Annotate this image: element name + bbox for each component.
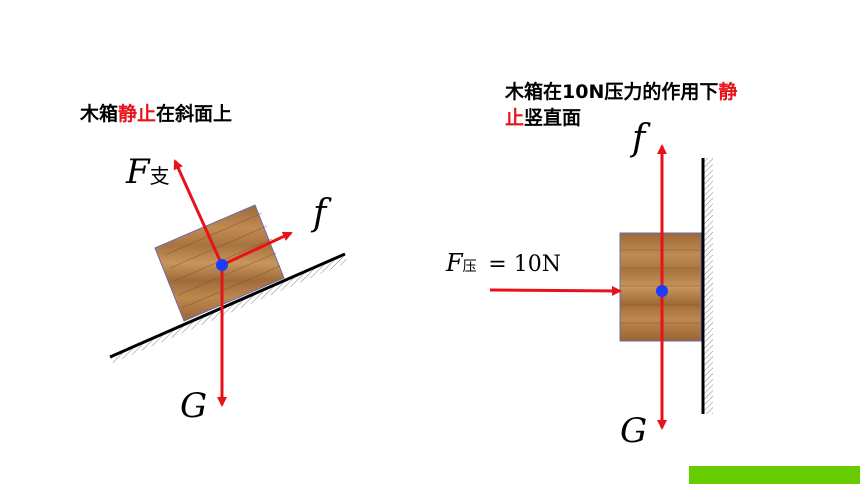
- center-dot-wall: [656, 285, 668, 297]
- friction-arrow-incline: [221, 231, 293, 267]
- right-caption: 木箱在10N压力的作用下静止竖直面: [505, 79, 805, 131]
- normal-force-symbol: F: [126, 152, 150, 192]
- left-caption-part2: 在斜面上: [156, 103, 233, 125]
- normal-force-label: F支: [126, 152, 170, 192]
- gravity-label-incline: G: [180, 386, 208, 426]
- incline-hatch: [110, 256, 348, 363]
- incline-surface: [109, 252, 346, 359]
- right-caption-part1: 木箱在10N压力的作用下: [505, 81, 719, 103]
- right-caption-highlight-b: 止: [505, 107, 525, 129]
- press-force-symbol: F: [446, 249, 463, 277]
- right-caption-highlight-a: 静: [718, 81, 738, 103]
- gravity-label-wall: G: [620, 411, 648, 451]
- wall-hatch: [704, 158, 713, 414]
- press-force-label: F压 = 10N: [446, 249, 561, 277]
- press-force-arrow: [489, 285, 622, 296]
- incline-scene: [109, 159, 348, 407]
- right-caption-part2: 竖直面: [524, 107, 582, 129]
- left-caption-highlight: 静止: [118, 103, 157, 125]
- friction-label-incline: f: [313, 193, 327, 234]
- left-caption-part1: 木箱: [80, 103, 119, 125]
- press-force-subscript: 压: [462, 259, 477, 275]
- friction-label-wall: f: [632, 118, 646, 159]
- press-force-value: = 10N: [488, 252, 561, 277]
- normal-force-subscript: 支: [149, 164, 170, 188]
- wall-scene: [489, 144, 713, 430]
- accent-bar: [689, 466, 860, 484]
- normal-force-arrow: [173, 159, 224, 266]
- left-caption: 木箱静止在斜面上: [80, 101, 232, 127]
- center-dot-incline: [216, 259, 228, 271]
